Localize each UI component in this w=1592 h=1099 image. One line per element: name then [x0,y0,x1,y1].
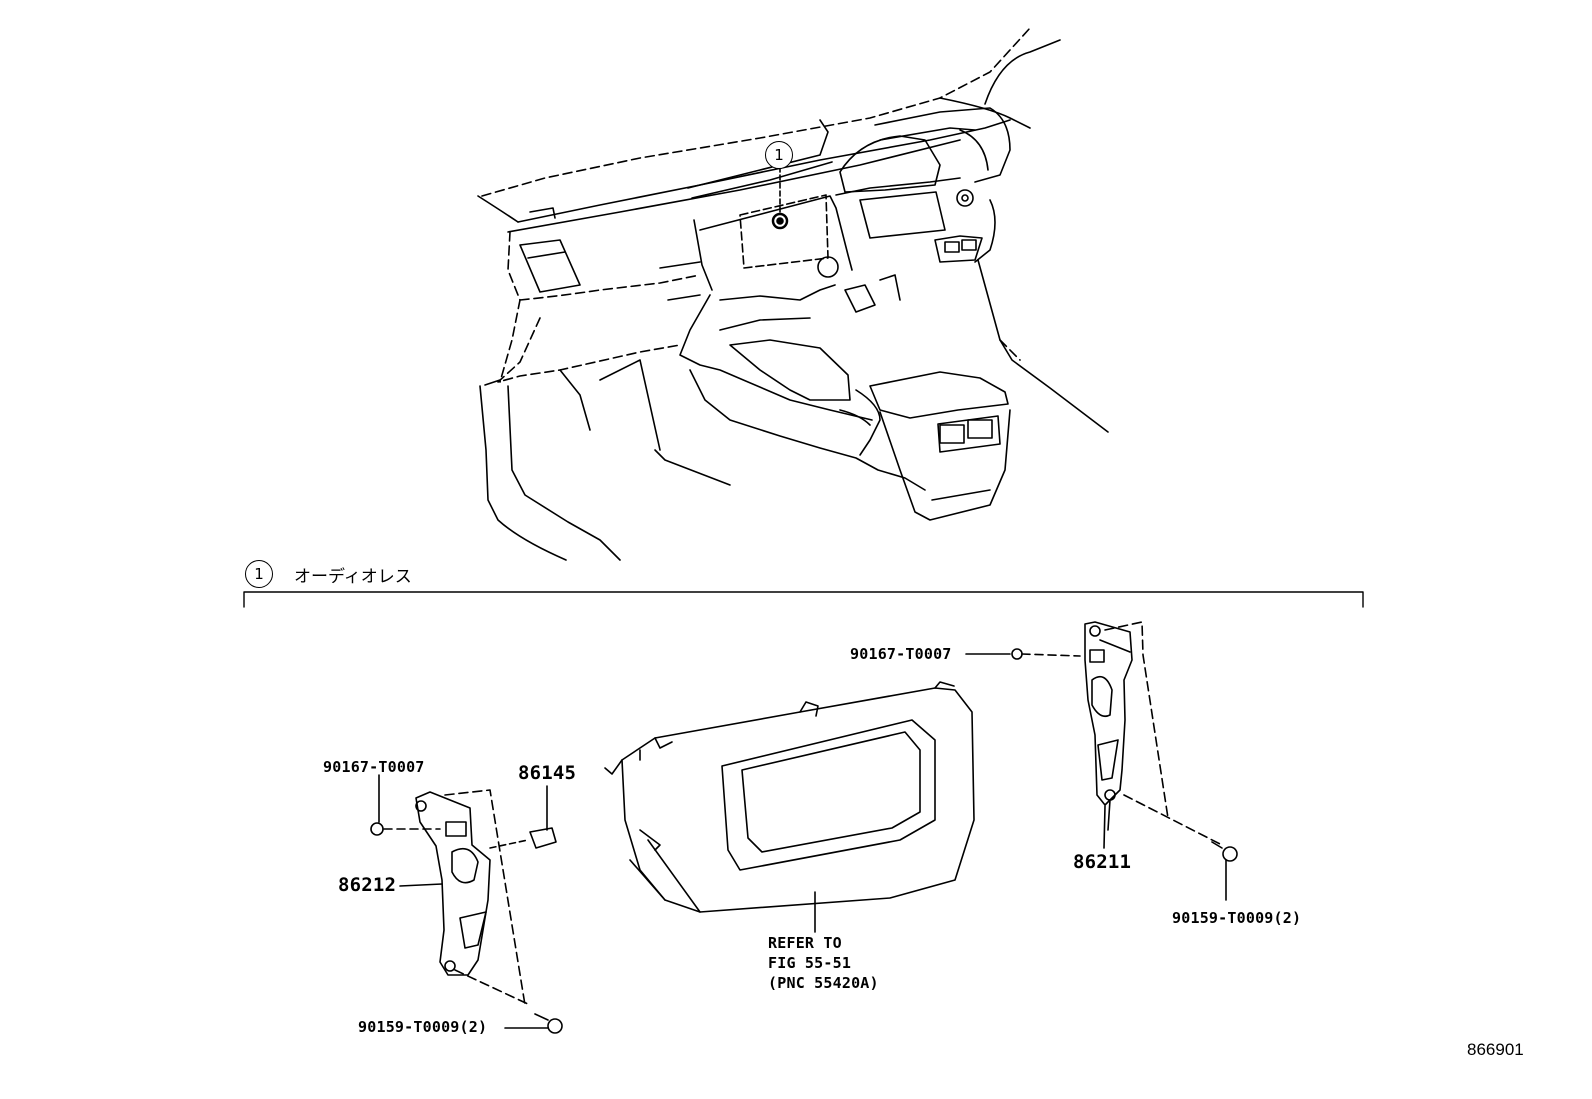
part-label-90167-left: 90167-T0007 [323,758,425,776]
screw-left-drawing [504,1013,563,1034]
section-bracket [243,591,1364,608]
callout-1-icon: 1 [765,141,793,169]
bracket-86211-drawing [1084,621,1223,849]
section-title: オーディオレス [294,567,412,587]
section-number-icon: 1 [245,560,273,588]
part-label-90159-left: 90159-T0009(2) [358,1018,488,1036]
part-label-86212: 86212 [338,874,397,896]
part-label-90159-right: 90159-T0009(2) [1172,909,1302,927]
screw-right-drawing [1211,841,1238,901]
reference-note: REFER TO FIG 55-51 (PNC 55420A) [768,934,879,992]
part-label-86211: 86211 [1073,851,1132,873]
clip-right-drawing [965,648,1081,660]
figure-id: 866901 [1467,1040,1524,1059]
part-label-86145: 86145 [518,762,577,784]
audio-unit-drawing [604,681,975,933]
clip-left-drawing [370,774,441,836]
dashboard-illustration [477,27,1109,561]
connector-86145-drawing [489,785,557,849]
bracket-86212-drawing [399,789,531,1006]
part-label-90167-right: 90167-T0007 [850,645,952,663]
